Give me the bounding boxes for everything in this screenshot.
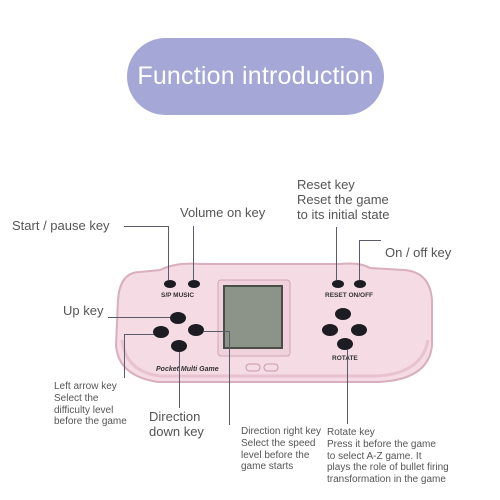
label-reset-line2: Reset the game bbox=[297, 191, 389, 207]
dpad-down-button bbox=[171, 340, 187, 352]
label-reset-line3: to its initial state bbox=[297, 206, 390, 222]
leader-up-h bbox=[108, 317, 170, 318]
label-reset-line1: Reset key bbox=[297, 177, 355, 192]
label-on-off: On / off key bbox=[385, 245, 452, 260]
label-left-arrow-line3: difficulty level bbox=[54, 404, 114, 416]
speaker-slot-2 bbox=[263, 363, 279, 372]
label-reset: Reset key Reset the game to its initial … bbox=[297, 177, 390, 223]
label-rotate-line4: plays the role of bullet firing bbox=[327, 462, 449, 474]
leader-left-h bbox=[124, 334, 154, 335]
label-rotate-line2: Press it before the game bbox=[327, 438, 436, 450]
dpad-left-button bbox=[153, 326, 169, 338]
label-direction-down-line1: Direction bbox=[149, 409, 201, 424]
rotate-label: ROTATE bbox=[332, 355, 358, 362]
label-up: Up key bbox=[63, 303, 104, 318]
label-rotate-line1: Rotate key bbox=[327, 427, 375, 438]
leader-reset-v bbox=[336, 227, 337, 280]
action-button-left bbox=[322, 324, 338, 336]
leader-onoff-h bbox=[359, 240, 381, 241]
leader-down-v bbox=[179, 352, 180, 408]
leader-left-v bbox=[124, 334, 125, 378]
leader-start-pause-v bbox=[168, 226, 169, 280]
label-rotate-line5: transformation in the game bbox=[327, 474, 446, 486]
dpad-right-button bbox=[188, 324, 204, 336]
label-left-arrow-line4: before the game bbox=[54, 416, 127, 428]
label-volume: Volume on key bbox=[180, 205, 266, 220]
label-direction-right-line1: Direction right key bbox=[241, 426, 322, 437]
leader-onoff-v bbox=[359, 240, 360, 280]
on-off-button bbox=[354, 280, 366, 288]
leader-right-h bbox=[203, 331, 229, 332]
speaker-slot-1 bbox=[245, 363, 261, 372]
leader-start-pause-h bbox=[124, 226, 168, 227]
label-direction-right: Direction right key Select the speed lev… bbox=[241, 426, 321, 473]
label-start-pause: Start / pause key bbox=[12, 218, 110, 233]
rotate-button bbox=[337, 338, 353, 350]
dpad-up-button bbox=[170, 312, 186, 324]
leader-volume-v bbox=[193, 226, 194, 280]
reset-button bbox=[332, 280, 344, 288]
sp-music-label: S/P MUSIC bbox=[161, 292, 195, 299]
title-text: Function introduction bbox=[137, 62, 374, 90]
label-rotate: Rotate key Press it before the game to s… bbox=[327, 427, 449, 486]
reset-onoff-label: RESET ON/OFF bbox=[325, 292, 374, 299]
brand-label: Pocket Multi Game bbox=[156, 366, 219, 373]
music-button bbox=[188, 280, 200, 288]
label-direction-down-line2: down key bbox=[149, 423, 204, 439]
title-banner: Function introduction bbox=[127, 38, 384, 115]
leader-rotate-v bbox=[347, 350, 348, 424]
device-rim bbox=[120, 339, 430, 378]
leader-right-v bbox=[229, 331, 230, 425]
label-left-arrow-line1: Left arrow key bbox=[54, 381, 117, 392]
label-left-arrow: Left arrow key Select the difficulty lev… bbox=[54, 381, 127, 428]
label-direction-right-line4: game starts bbox=[241, 461, 294, 473]
label-direction-down: Direction down key bbox=[149, 409, 204, 440]
label-left-arrow-line2: Select the bbox=[54, 392, 99, 404]
label-direction-right-line3: level before the bbox=[241, 449, 310, 461]
action-button-right bbox=[351, 324, 367, 336]
start-pause-button bbox=[164, 280, 176, 288]
label-rotate-line3: to select A-Z game. It bbox=[327, 450, 422, 462]
lcd-screen bbox=[223, 285, 283, 349]
label-direction-right-line2: Select the speed bbox=[241, 437, 316, 449]
action-button-top bbox=[335, 308, 351, 320]
